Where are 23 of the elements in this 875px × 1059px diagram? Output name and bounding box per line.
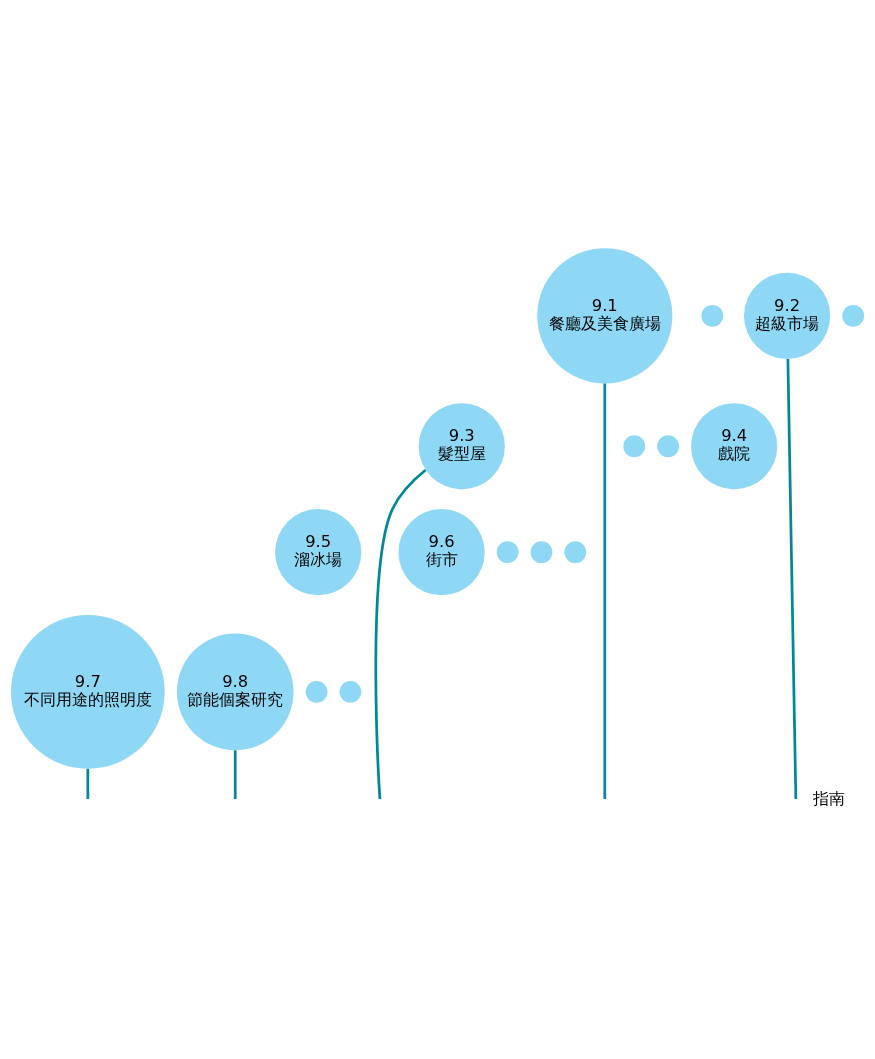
node-circle: 9.7 不同用途的照明度	[10, 615, 165, 769]
node-circle: 9.4 戲院	[691, 403, 778, 490]
node-circle: 9.5 溜冰場	[275, 509, 362, 596]
label: 指南	[813, 788, 846, 808]
connector	[603, 383, 607, 800]
node-drop	[657, 435, 680, 458]
node-drop	[530, 541, 553, 564]
node-circle: 9.2 超級市場	[744, 272, 831, 359]
node-drop	[842, 304, 865, 327]
connector	[786, 359, 798, 800]
node-drop	[701, 304, 724, 327]
connector	[86, 768, 90, 800]
node-drop	[339, 680, 362, 703]
node-circle: 9.8 節能個案研究	[176, 633, 294, 751]
node-drop	[564, 541, 587, 564]
node-circle: 9.6 街市	[398, 509, 485, 596]
node-drop	[305, 680, 328, 703]
node-circle: 9.3 髮型屋	[418, 403, 505, 490]
node-drop	[496, 541, 519, 564]
connector	[374, 469, 427, 800]
node-drop	[623, 435, 646, 458]
connector	[233, 750, 237, 799]
node-circle: 9.1 餐廳及美食廣場	[537, 248, 673, 384]
